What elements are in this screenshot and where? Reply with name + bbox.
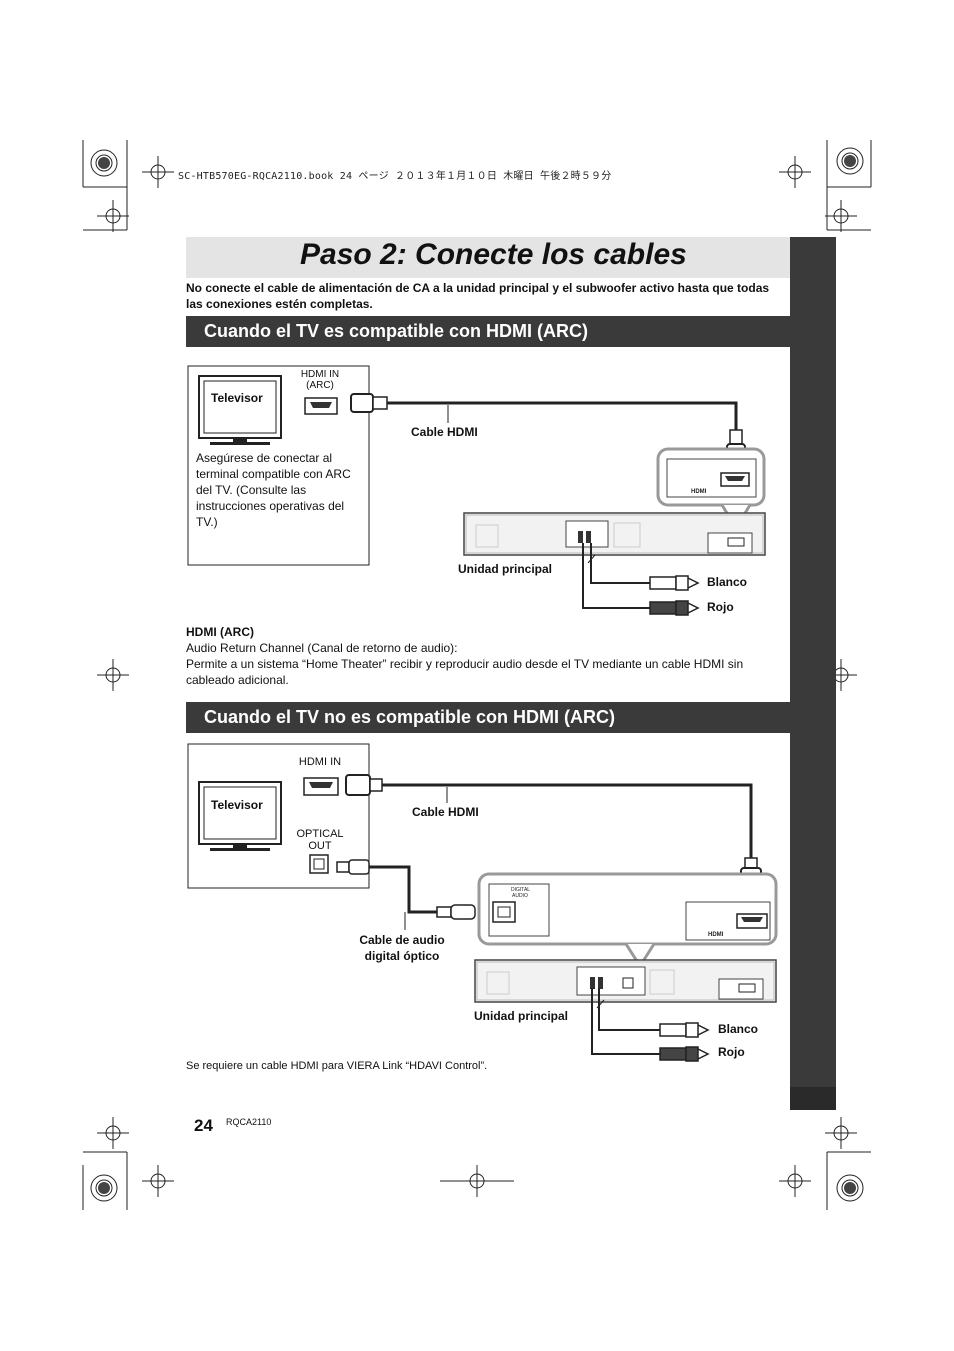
red-cable-label-2: Rojo [718, 1045, 745, 1059]
optical-out-label: OPTICAL OUT [296, 828, 344, 852]
hdmi-cable-label-2: Cable HDMI [412, 805, 479, 819]
section1-heading: Cuando el TV es compatible con HDMI (ARC… [186, 316, 790, 347]
svg-text:AUDIO: AUDIO [512, 893, 528, 899]
tv-label-2: Televisor [211, 798, 263, 812]
arc-tv-note: Asegúrese de conectar al terminal compat… [196, 451, 351, 529]
hdmi-arc-note: HDMI (ARC) Audio Return Channel (Canal d… [186, 625, 744, 687]
section2-heading: Cuando el TV no es compatible con HDMI (… [186, 702, 790, 733]
intro-warning: No conecte el cable de alimentación de C… [186, 281, 770, 311]
svg-text:HDMI: HDMI [691, 489, 707, 495]
red-cable-label: Rojo [707, 600, 734, 614]
main-unit-label: Unidad principal [458, 562, 553, 576]
svg-text:HDMI: HDMI [708, 932, 724, 938]
tv-icon-2 [198, 781, 282, 851]
tv-label: Televisor [211, 391, 263, 405]
tv-icon [198, 375, 282, 445]
model-code: RQCA2110 [226, 1117, 272, 1127]
white-cable-label: Blanco [707, 575, 748, 589]
page-number: 24 [194, 1116, 213, 1135]
side-tab [790, 237, 836, 1110]
print-header: SC-HTB570EG-RQCA2110.book 24 ページ ２０１３年１月… [178, 171, 612, 182]
hdmi-in-label: HDMI IN [298, 756, 342, 768]
hdmi-in-arc-label: HDMI IN (ARC) [300, 369, 340, 391]
viera-link-note: Se requiere un cable HDMI para VIERA Lin… [186, 1060, 488, 1072]
svg-text:DIGITAL: DIGITAL [511, 887, 530, 893]
side-tab-end [790, 1087, 836, 1110]
page-title: Paso 2: Conecte los cables [300, 238, 687, 271]
main-unit-label-2: Unidad principal [474, 1009, 569, 1023]
hdmi-cable-label: Cable HDMI [411, 425, 478, 439]
title-bar [186, 237, 790, 278]
optical-cable-label: Cable de audio digital óptico [359, 933, 445, 963]
white-cable-label-2: Blanco [718, 1022, 759, 1036]
